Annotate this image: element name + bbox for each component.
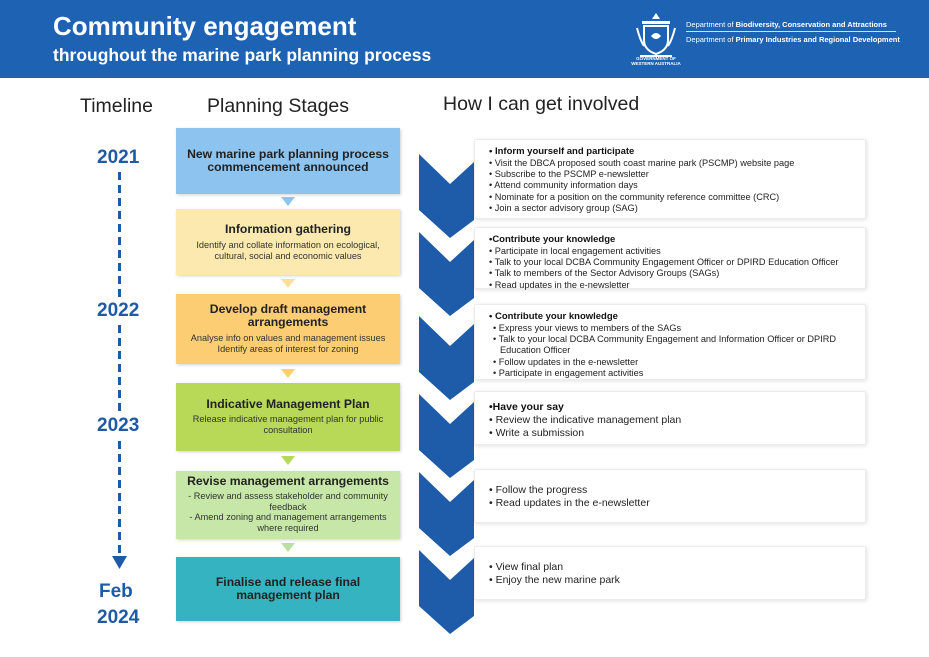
dept-dbca-prefix: Department of	[686, 20, 736, 29]
dept-dbca-name: Biodiversity, Conservation and Attractio…	[735, 20, 887, 29]
list-item: Read updates in the e-newsletter	[489, 280, 857, 291]
page-title: Community engagement	[53, 11, 357, 41]
chevron-right-icon	[419, 394, 474, 478]
government-text: GOVERNMENT OF WESTERN AUSTRALIA	[628, 56, 684, 66]
involvement-box-contribute-2: • Contribute your knowledge Express your…	[474, 304, 866, 380]
gov-text-line-1: GOVERNMENT OF	[636, 56, 676, 61]
stage-arrow-down-icon	[281, 543, 295, 552]
stage-description: Analyse info on values and management is…	[190, 333, 386, 354]
involvement-box-inform: • Inform yourself and participate Visit …	[474, 139, 866, 219]
year-2024: 2024	[97, 607, 140, 628]
stage-title: Indicative Management Plan	[206, 397, 370, 411]
involvement-box-have-your-say: •Have your say Review the indicative man…	[474, 391, 866, 445]
year-2023: 2023	[97, 415, 140, 436]
stage-develop-draft: Develop draft management arrangements An…	[176, 294, 400, 364]
gov-text-line-2: WESTERN AUSTRALIA	[631, 61, 681, 66]
involvement-heading: • Inform yourself and participate	[489, 146, 635, 157]
involvement-heading: •Contribute your knowledge	[489, 234, 616, 245]
timeline-heading: Timeline	[80, 95, 153, 117]
stage-arrow-down-icon	[281, 456, 295, 465]
list-item: Subscribe to the PSCMP e-newsletter	[489, 169, 857, 180]
involvement-heading: •Have your say	[489, 401, 564, 413]
list-item: Attend community information days	[489, 180, 857, 191]
stage-announcement: New marine park planning process commenc…	[176, 128, 400, 194]
year-2022: 2022	[97, 300, 140, 321]
dept-dbca: Department of Biodiversity, Conservation…	[686, 20, 887, 29]
stage-arrow-down-icon	[281, 279, 295, 288]
list-item: Follow the progress	[489, 484, 857, 497]
list-item: Talk to your local DCBA Community Engage…	[489, 257, 857, 268]
chevron-right-icon	[419, 472, 474, 556]
list-item: Join a sector advisory group (SAG)	[489, 203, 857, 214]
list-item: Review the indicative management plan	[489, 414, 857, 427]
dept-dpird-prefix: Department of	[686, 35, 736, 44]
list-item: View final plan	[489, 561, 857, 574]
stage-information-gathering: Information gathering Identify and colla…	[176, 209, 400, 275]
stage-final-plan: Finalise and release final management pl…	[176, 557, 400, 621]
list-item: Express your views to members of the SAG…	[493, 323, 857, 334]
list-item: Participate in local engagement activiti…	[489, 246, 857, 257]
involvement-heading-text: Contribute your knowledge	[494, 311, 618, 322]
involvement-box-final: View final plan Enjoy the new marine par…	[474, 546, 866, 600]
list-item: Follow updates in the e-newsletter	[493, 357, 857, 368]
year-2021: 2021	[97, 147, 140, 168]
chevron-right-icon	[419, 232, 474, 316]
get-involved-heading: How I can get involved	[443, 93, 640, 115]
stage-title: Information gathering	[225, 222, 351, 236]
list-item: Read updates in the e-newsletter	[489, 497, 857, 510]
timeline-dash-2	[118, 325, 121, 413]
stage-arrow-down-icon	[281, 369, 295, 378]
timeline-dash-3	[118, 441, 121, 557]
stage-revise-arrangements: Revise management arrangements - Review …	[176, 471, 400, 539]
page-subtitle: throughout the marine park planning proc…	[53, 45, 432, 65]
header-banner	[0, 0, 929, 78]
stage-title: Develop draft management arrangements	[209, 302, 367, 329]
chevron-right-icon	[419, 316, 474, 400]
chevron-right-icon	[419, 550, 474, 634]
stage-title: Finalise and release final management pl…	[215, 575, 361, 602]
stage-description: Release indicative management plan for p…	[192, 414, 384, 435]
involvement-box-contribute-1: •Contribute your knowledge Participate i…	[474, 227, 866, 291]
dept-divider	[686, 31, 896, 32]
list-item: Visit the DBCA proposed south coast mari…	[489, 158, 857, 169]
involvement-heading-text: Inform yourself and participate	[494, 146, 635, 157]
year-feb: Feb	[99, 581, 133, 602]
planning-stages-heading: Planning Stages	[207, 95, 350, 117]
stage-indicative-plan: Indicative Management Plan Release indic…	[176, 383, 400, 451]
list-item: Enjoy the new marine park	[489, 574, 857, 587]
list-item: Talk to your local DCBA Community Engage…	[493, 334, 857, 357]
list-item: Nominate for a position on the community…	[489, 192, 857, 203]
timeline-arrow-down-icon	[112, 556, 127, 569]
involvement-box-follow: Follow the progress Read updates in the …	[474, 469, 866, 523]
timeline-dash-1	[118, 172, 121, 298]
list-item: Write a submission	[489, 427, 857, 440]
stage-arrow-down-icon	[281, 197, 295, 206]
dept-dpird-name: Primary Industries and Regional Developm…	[735, 35, 900, 44]
stage-description: - Review and assess stakeholder and comm…	[188, 491, 388, 533]
stage-description: Identify and collate information on ecol…	[196, 240, 380, 261]
stage-title: New marine park planning process commenc…	[187, 147, 389, 174]
list-item: Participate in engagement activities	[493, 368, 857, 379]
involvement-heading: • Contribute your knowledge	[489, 311, 618, 322]
chevron-right-icon	[419, 154, 474, 238]
dept-dpird: Department of Primary Industries and Reg…	[686, 35, 900, 44]
list-item: Talk to members of the Sector Advisory G…	[489, 268, 857, 279]
stage-title: Revise management arrangements	[187, 474, 389, 488]
wa-government-crest-icon	[636, 13, 676, 57]
